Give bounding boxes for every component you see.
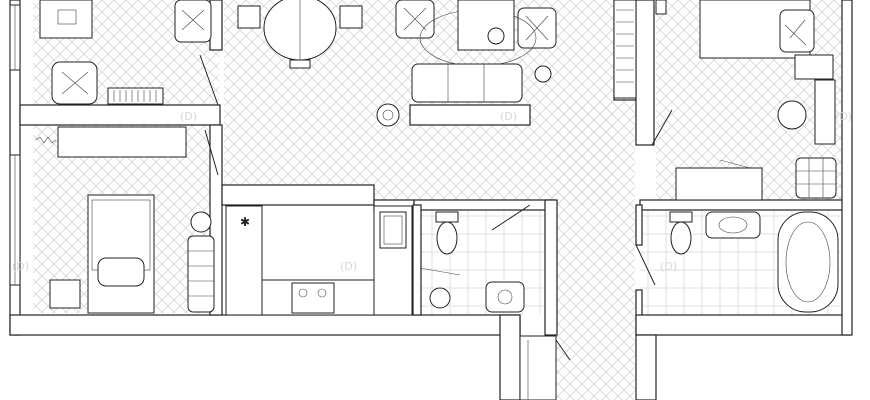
bedroom-left-furniture (39, 0, 219, 106)
bookshelf (613, 0, 637, 99)
toilet-tank (669, 211, 693, 223)
floor-hallway (555, 100, 635, 400)
watermark-mark: (D) (180, 110, 197, 123)
wall-lamp (655, 0, 667, 15)
master-bathroom (635, 211, 839, 313)
shoe-cabinet (519, 335, 557, 400)
watermark-mark: (D) (660, 260, 677, 273)
desk (39, 0, 93, 39)
ceiling-lamp (376, 103, 400, 127)
sofa (187, 235, 215, 313)
watermark-mark: (D) (500, 110, 517, 123)
floor-lamp (487, 27, 505, 45)
bed-pillow (97, 257, 145, 287)
watermark: (D) (D) (D) (D) (D) (D) (12, 110, 852, 273)
windows (9, 4, 21, 286)
bed-pillow (779, 9, 815, 53)
sofa (795, 157, 837, 199)
snowflake-icon: ✱ (240, 215, 250, 229)
kitchen: ✱ (225, 205, 413, 316)
counter (225, 205, 263, 316)
radiator (35, 136, 57, 144)
door (635, 244, 656, 286)
plant (777, 100, 807, 130)
toilet (670, 221, 692, 255)
door (199, 54, 219, 106)
armchair (51, 61, 98, 105)
dresser (814, 79, 836, 145)
bathtub (777, 211, 839, 313)
hallway-furniture (519, 335, 571, 400)
nightstand (794, 54, 834, 80)
toilet-tank (435, 211, 459, 223)
master-bedroom-furniture (651, 0, 837, 201)
sofa (411, 63, 523, 103)
coffee-table (457, 0, 515, 51)
watermark-mark: (D) (835, 110, 852, 123)
plant (190, 211, 212, 233)
watermark-mark: (D) (12, 260, 29, 273)
stove (291, 282, 335, 314)
office-furniture (35, 126, 219, 314)
door (555, 339, 571, 361)
nightstand (49, 279, 81, 309)
desk (675, 167, 763, 201)
chair (289, 59, 311, 69)
bookshelf (107, 87, 164, 105)
chair (237, 5, 261, 29)
chair (339, 5, 363, 29)
bathroom-small (419, 204, 531, 313)
single-bed (87, 194, 155, 314)
living-dining-furniture (237, 0, 637, 127)
door (491, 204, 531, 231)
washing-machine (429, 287, 451, 309)
toilet (436, 221, 458, 255)
door (651, 109, 673, 146)
desk (57, 126, 187, 158)
washbasin (705, 211, 761, 239)
sink (379, 211, 407, 249)
watermark-mark: (D) (340, 260, 357, 273)
floor-lamp (534, 65, 552, 83)
door (204, 129, 219, 176)
washbasin (485, 281, 525, 313)
armchair (174, 0, 212, 43)
